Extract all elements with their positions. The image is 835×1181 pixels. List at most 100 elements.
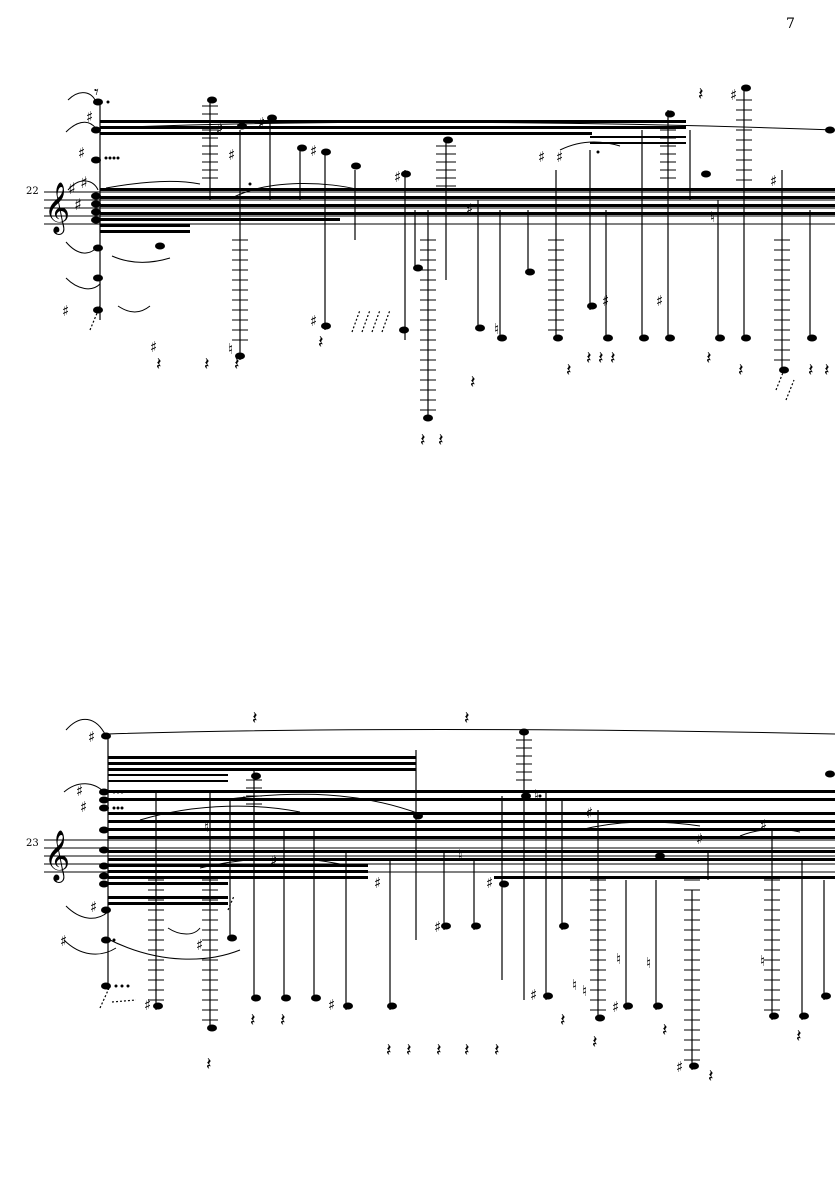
sharp-icon: ♯ (62, 302, 69, 320)
slurs (63, 719, 835, 960)
quarter-rest-icon: 𝄽 (280, 1010, 286, 1031)
quarter-rest-icon: 𝄽 (252, 708, 258, 729)
tremolo-icon (89, 305, 795, 401)
quarter-rest-icon: 𝄽 (156, 354, 162, 375)
measure-number: 23 (26, 838, 39, 849)
quarter-rest-icon: 𝄽 (234, 354, 240, 375)
natural-icon: ♮ (646, 954, 651, 972)
slurs (65, 92, 835, 313)
quarter-rest-icon: 𝄽 (436, 1040, 442, 1061)
sharp-icon: ♯ (530, 986, 537, 1004)
sharp-icon: ♯ (696, 830, 703, 848)
quarter-rest-icon: 𝄽 (406, 1040, 412, 1061)
sharp-icon: ♯ (150, 338, 157, 356)
beams (108, 756, 835, 905)
quarter-rest-icon: 𝄽 (420, 430, 426, 451)
quarter-rest-icon: 𝄽 (560, 1010, 566, 1031)
quarter-rest-icon: 𝄽 (318, 332, 324, 353)
sharp-icon: ♯ (394, 168, 401, 186)
quarter-rest-icon: 𝄽 (706, 348, 712, 369)
ledger-lines (202, 99, 790, 411)
sharp-icon: ♯ (88, 728, 95, 746)
sharp-icon: ♯ (68, 179, 76, 198)
sharp-icon: ♯ (538, 148, 545, 166)
sharp-icon: ♯ (76, 782, 83, 800)
quarter-rest-icon: 𝄽 (206, 1054, 212, 1075)
staff-lines (44, 839, 835, 873)
sharp-icon: ♯ (602, 292, 609, 310)
stems (99, 90, 811, 420)
sharp-icon: ♯ (196, 936, 203, 954)
staff-system-2: 𝄞 (44, 708, 835, 1087)
natural-icon: ♮ (760, 952, 765, 970)
quarter-rest-icon: 𝄽 (738, 360, 744, 381)
natural-icon: ♮ (710, 208, 715, 226)
staff-lines (44, 191, 835, 225)
rests: 𝄽 𝄽 𝄽 𝄽 𝄽 𝄽 𝄽 𝄽 𝄽 𝄽 𝄽 𝄽 𝄽 𝄽 𝄽 (206, 708, 802, 1087)
sharp-icon: ♯ (770, 172, 777, 190)
quarter-rest-icon: 𝄽 (464, 708, 470, 729)
quarter-rest-icon: 𝄽 (796, 1026, 802, 1047)
sharp-icon: ♯ (556, 148, 563, 166)
sharp-icon: ♯ (228, 146, 235, 164)
ledger-lines (148, 739, 780, 1061)
sharp-icon: ♯ (612, 998, 619, 1016)
sharp-icon: ♯ (60, 932, 67, 950)
page-number: 7 (786, 16, 795, 32)
sharp-icon: ♯ (80, 798, 87, 816)
quarter-rest-icon: 𝄽 (464, 1040, 470, 1061)
quarter-rest-icon: 𝄽 (808, 360, 814, 381)
staff-system-1: 𝄞 ♯ ♯ ♯ (44, 82, 835, 451)
accidentals: ♯♯ ♯♯ ♯♯ ♯♯ ♯♯ ♯♯ ♯♯ ♯♯ ♮♮ ♮♯ (62, 86, 777, 358)
sharp-icon: ♯ (466, 200, 473, 218)
sharp-icon: ♯ (78, 144, 85, 162)
quarter-rest-icon: 𝄽 (494, 1040, 500, 1061)
sharp-icon: ♯ (656, 292, 663, 310)
quarter-rest-icon: 𝄽 (470, 372, 476, 393)
sharp-icon: ♯ (328, 996, 335, 1014)
natural-icon: ♮ (534, 786, 539, 804)
sharp-icon: ♯ (216, 120, 223, 138)
treble-clef-icon: 𝄞 (44, 182, 70, 235)
sharp-icon: ♯ (730, 86, 737, 104)
sharp-icon: ♯ (310, 312, 317, 330)
sharp-icon: ♯ (374, 874, 381, 892)
natural-icon: ♮ (572, 976, 577, 994)
sharp-icon: ♯ (676, 1058, 683, 1076)
natural-icon: ♮ (616, 950, 621, 968)
treble-clef-icon: 𝄞 (44, 830, 70, 883)
sharp-icon: ♯ (434, 918, 441, 936)
quarter-rest-icon: 𝄽 (598, 348, 604, 369)
sharp-icon: ♯ (90, 898, 97, 916)
eighth-rest-icon: 𝄾 (94, 82, 99, 103)
quarter-rest-icon: 𝄽 (698, 84, 704, 105)
sharp-icon: ♯ (310, 142, 317, 160)
sharp-icon: ♯ (270, 852, 277, 870)
quarter-rest-icon: 𝄽 (386, 1040, 392, 1061)
quarter-rest-icon: 𝄽 (566, 360, 572, 381)
quarter-rest-icon: 𝄽 (250, 1010, 256, 1031)
noteheads (99, 728, 835, 1070)
quarter-rest-icon: 𝄽 (610, 348, 616, 369)
noteheads (91, 84, 835, 422)
sharp-icon: ♯ (80, 173, 88, 192)
quarter-rest-icon: 𝄽 (662, 1020, 668, 1041)
sharp-icon: ♯ (258, 114, 265, 132)
sharp-icon: ♯ (760, 816, 767, 834)
natural-icon: ♮ (228, 340, 233, 358)
tremolo-icon (99, 895, 235, 1009)
key-signature: ♯ ♯ ♯ (68, 173, 88, 214)
quarter-rest-icon: 𝄽 (204, 354, 210, 375)
natural-icon: ♮ (582, 982, 587, 1000)
sharp-icon: ♯ (586, 804, 593, 822)
rests: 𝄾 𝄽𝄽 𝄽𝄽 𝄽𝄽 𝄽𝄽 𝄽𝄽 𝄽𝄽 𝄽𝄽 𝄽𝄽 (94, 82, 830, 451)
quarter-rest-icon: 𝄽 (586, 348, 592, 369)
quarter-rest-icon: 𝄽 (708, 1066, 714, 1087)
sharp-icon: ♯ (486, 874, 493, 892)
sharp-icon: ♯ (86, 108, 93, 126)
accidentals: ♯♯ ♯♯ ♯♯ ♯♯ ♯♯ ♯♯ ♯♯ ♯♯ ♯♯ ♮♮ ♮♮ ♮♮ ♮♮ (60, 728, 767, 1076)
sharp-icon: ♯ (74, 195, 82, 214)
quarter-rest-icon: 𝄽 (592, 1032, 598, 1053)
quarter-rest-icon: 𝄽 (824, 360, 830, 381)
